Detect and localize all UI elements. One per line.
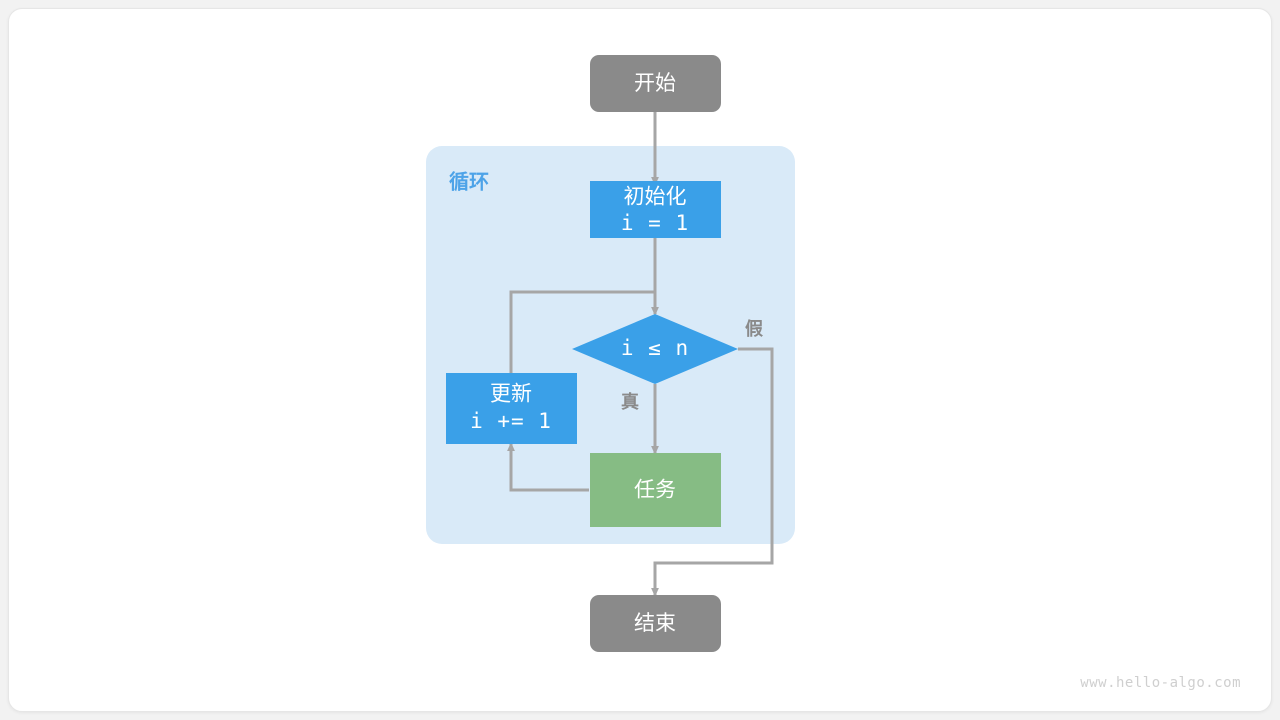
node-start[interactable]: 开始	[590, 55, 721, 112]
svg-text:初始化: 初始化	[624, 186, 687, 209]
node-update[interactable]: 更新 i += 1	[446, 373, 577, 444]
node-init[interactable]: 初始化 i = 1	[590, 181, 721, 238]
svg-text:更新: 更新	[490, 383, 532, 406]
svg-text:i ≤ n: i ≤ n	[621, 336, 689, 360]
node-condition[interactable]: i ≤ n	[572, 314, 738, 384]
flowchart-svg: 循环 真	[426, 55, 1241, 691]
edge-label-false: 假	[745, 318, 764, 339]
edge-update-cond	[509, 290, 655, 373]
svg-text:开始: 开始	[634, 72, 676, 95]
node-end[interactable]: 结束	[590, 595, 721, 652]
node-task[interactable]: 任务	[590, 453, 721, 527]
diagram-card: 循环 真	[8, 8, 1272, 712]
svg-text:任务: 任务	[634, 479, 676, 502]
watermark: www.hello-algo.com	[1080, 675, 1241, 691]
edge-cond-task: 真	[621, 384, 659, 455]
edge-task-update	[507, 442, 589, 492]
edge-cond-end: 假	[651, 318, 774, 597]
edge-label-true: 真	[621, 391, 639, 412]
svg-text:i = 1: i = 1	[621, 211, 689, 235]
svg-text:结束: 结束	[634, 612, 676, 635]
svg-text:i += 1: i += 1	[470, 409, 552, 433]
diagram-canvas: 循环 真	[9, 9, 1271, 711]
loop-container-label: 循环	[449, 169, 489, 193]
